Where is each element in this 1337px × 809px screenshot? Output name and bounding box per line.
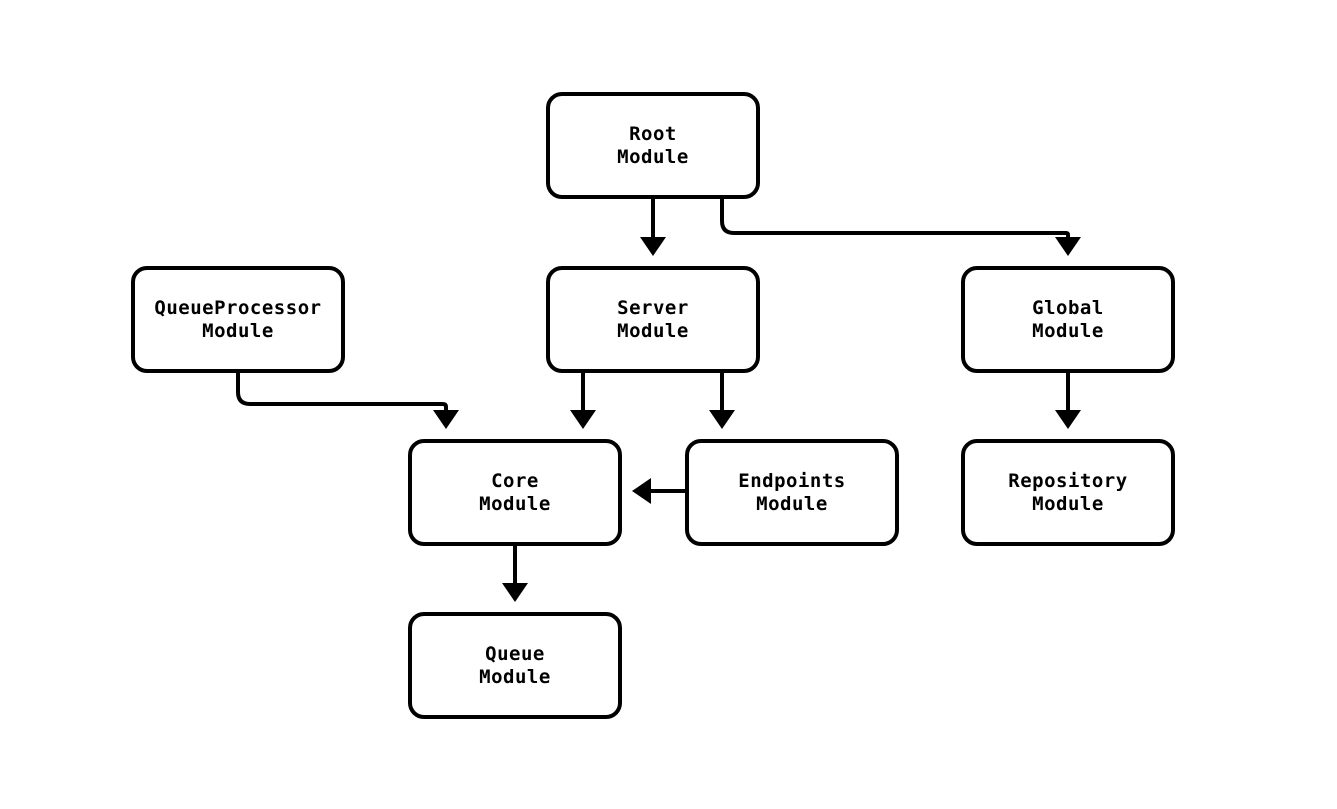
node-label-server-line1: Server xyxy=(617,297,689,319)
edge-root-to-server xyxy=(640,197,666,256)
arrowhead-root-to-global xyxy=(1055,237,1081,256)
node-label-root-line2: Module xyxy=(617,146,689,168)
node-label-queue-line1: Queue xyxy=(485,643,545,665)
arrowhead-global-to-repository xyxy=(1055,410,1081,429)
node-label-core-line1: Core xyxy=(491,470,539,492)
edge-root-to-global xyxy=(720,197,1081,256)
node-box-global[interactable] xyxy=(961,266,1175,373)
node-label-root-line1: Root xyxy=(629,123,677,145)
node-label-repository-line2: Module xyxy=(1032,493,1104,515)
node-label-queueprocessor-line1: QueueProcessor xyxy=(154,297,321,319)
arrowhead-queueprocessor-to-core xyxy=(433,410,459,429)
node-label-core-line2: Module xyxy=(479,493,551,515)
edges-layer xyxy=(236,197,1081,602)
node-label-repository-line1: Repository xyxy=(1008,470,1127,492)
edge-endpoints-to-core xyxy=(632,478,687,504)
node-label-queueprocessor-line2: Module xyxy=(202,320,274,342)
node-box-server[interactable] xyxy=(546,266,760,373)
node-box-queue[interactable] xyxy=(408,612,622,719)
edge-server-to-endpoints xyxy=(709,371,735,429)
node-box-endpoints[interactable] xyxy=(685,439,899,546)
node-box-queueprocessor[interactable] xyxy=(131,266,345,373)
arrowhead-server-to-endpoints xyxy=(709,410,735,429)
arrowhead-core-to-queue xyxy=(502,583,528,602)
node-label-global-line1: Global xyxy=(1032,297,1104,319)
node-box-core[interactable] xyxy=(408,439,622,546)
node-box-repository[interactable] xyxy=(961,439,1175,546)
node-label-endpoints-line1: Endpoints xyxy=(738,470,845,492)
nodes-layer: RootModuleQueueProcessorModuleServerModu… xyxy=(131,92,1175,719)
edge-server-to-core xyxy=(570,371,596,429)
node-label-global-line2: Module xyxy=(1032,320,1104,342)
arrowhead-endpoints-to-core xyxy=(632,478,651,504)
edge-queueprocessor-to-core xyxy=(236,371,459,429)
node-label-server-line2: Module xyxy=(617,320,689,342)
arrowhead-root-to-server xyxy=(640,237,666,256)
arrowhead-server-to-core xyxy=(570,410,596,429)
node-label-endpoints-line2: Module xyxy=(756,493,828,515)
node-label-queue-line2: Module xyxy=(479,666,551,688)
edge-core-to-queue xyxy=(502,544,528,602)
edge-global-to-repository xyxy=(1055,371,1081,429)
node-box-root[interactable] xyxy=(546,92,760,199)
